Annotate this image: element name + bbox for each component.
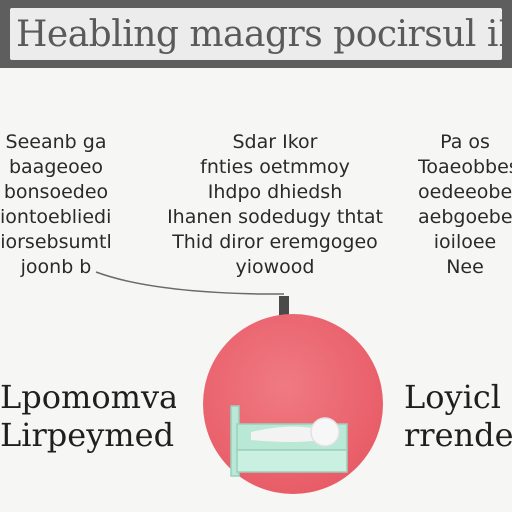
text-line: Seeanb ga [5,131,107,153]
text-line: Sdar Ikor [232,131,318,153]
page-title: Heabling maagrs pocirsul iLorm [16,13,502,55]
header-pill: Heabling maagrs pocirsul iLorm [10,8,502,60]
text-line: baageoeo [8,156,104,178]
text-line: Ihanen sodedugy thtat [167,206,383,228]
text-line: oedeeobed [418,181,512,203]
text-line: yiowood [235,256,315,278]
text-column-right: Pa os Toaeobbes oedeeobed aebgoebe ioilo… [418,130,512,280]
text-line: iontoebliedig [0,206,112,228]
text-line: fnties oetmmoy [200,156,350,178]
text-line: Thid diror eremgogeo [172,231,378,253]
label-line: Loyicl [404,378,501,416]
text-line: Nee [446,256,484,278]
label-right: Loyicl rrendew [404,378,512,454]
text-line: ioiloee [433,231,497,253]
label-line: Lpomomval [0,378,176,416]
patient-in-bed-icon [230,405,348,477]
label-left: Lpomomval Lirpeymed [0,378,176,454]
text-line: Pa os [440,131,490,153]
text-line: Toaeobbes [418,156,512,178]
text-line: aebgoebe [418,206,512,228]
text-line: iorsebsumtl [0,231,112,253]
text-line: bonsoedeo [3,181,109,203]
text-column-middle: Sdar Ikor fnties oetmmoy Ihdpo dhiedsh I… [160,130,390,280]
text-line: Ihdpo dhiedsh [207,181,343,203]
text-line: joonb b [20,256,92,278]
label-line: rrendew [404,416,512,454]
label-line: Lirpeymed [0,416,175,454]
header: Heabling maagrs pocirsul iLorm [0,6,512,62]
text-column-left: Seeanb ga baageoeo bonsoedeo iontoeblied… [0,130,112,280]
